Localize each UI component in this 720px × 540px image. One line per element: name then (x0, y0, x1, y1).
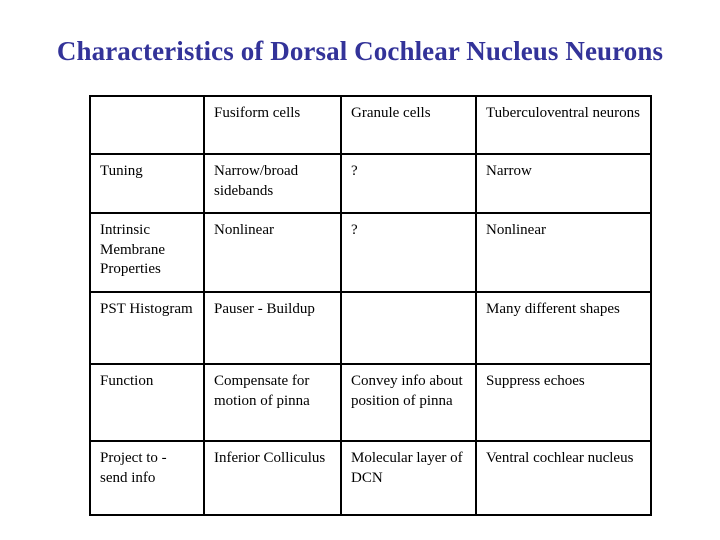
cell-project-tuberculoventral: Ventral cochlear nucleus (475, 440, 652, 516)
cell-function-granule: Convey info about position of pinna (340, 363, 477, 442)
table-row: Project to - send info Inferior Collicul… (89, 440, 652, 516)
row-label-pst-histogram: PST Histogram (89, 291, 205, 365)
cell-intrinsic-fusiform: Nonlinear (203, 212, 342, 293)
row-label-intrinsic-membrane-properties: Intrinsic Membrane Properties (89, 212, 205, 293)
cell-tuning-granule: ? (340, 153, 477, 214)
cell-project-granule: Molecular layer of DCN (340, 440, 477, 516)
cell-pst-fusiform: Pauser - Buildup (203, 291, 342, 365)
cell-tuning-fusiform: Narrow/broad sidebands (203, 153, 342, 214)
cell-pst-granule (340, 291, 477, 365)
column-header-tuberculoventral-neurons: Tuberculoventral neurons (475, 95, 652, 155)
cell-function-fusiform: Compensate for motion of pinna (203, 363, 342, 442)
table-row: Intrinsic Membrane Properties Nonlinear … (89, 212, 652, 293)
row-label-tuning: Tuning (89, 153, 205, 214)
cell-tuning-tuberculoventral: Narrow (475, 153, 652, 214)
table-container: Fusiform cells Granule cells Tuberculove… (89, 95, 652, 516)
row-label-project-to-send-info: Project to - send info (89, 440, 205, 516)
column-header-granule-cells: Granule cells (340, 95, 477, 155)
cell-project-fusiform: Inferior Colliculus (203, 440, 342, 516)
cell-intrinsic-tuberculoventral: Nonlinear (475, 212, 652, 293)
page-title: Characteristics of Dorsal Cochlear Nucle… (56, 36, 664, 66)
table-row: PST Histogram Pauser - Buildup Many diff… (89, 291, 652, 365)
characteristics-table: Fusiform cells Granule cells Tuberculove… (89, 95, 652, 516)
cell-pst-tuberculoventral: Many different shapes (475, 291, 652, 365)
table-corner-cell (89, 95, 205, 155)
table-row: Function Compensate for motion of pinna … (89, 363, 652, 442)
column-header-fusiform-cells: Fusiform cells (203, 95, 342, 155)
cell-function-tuberculoventral: Suppress echoes (475, 363, 652, 442)
table-row: Tuning Narrow/broad sidebands ? Narrow (89, 153, 652, 214)
row-label-function: Function (89, 363, 205, 442)
cell-intrinsic-granule: ? (340, 212, 477, 293)
table-header-row: Fusiform cells Granule cells Tuberculove… (89, 95, 652, 155)
